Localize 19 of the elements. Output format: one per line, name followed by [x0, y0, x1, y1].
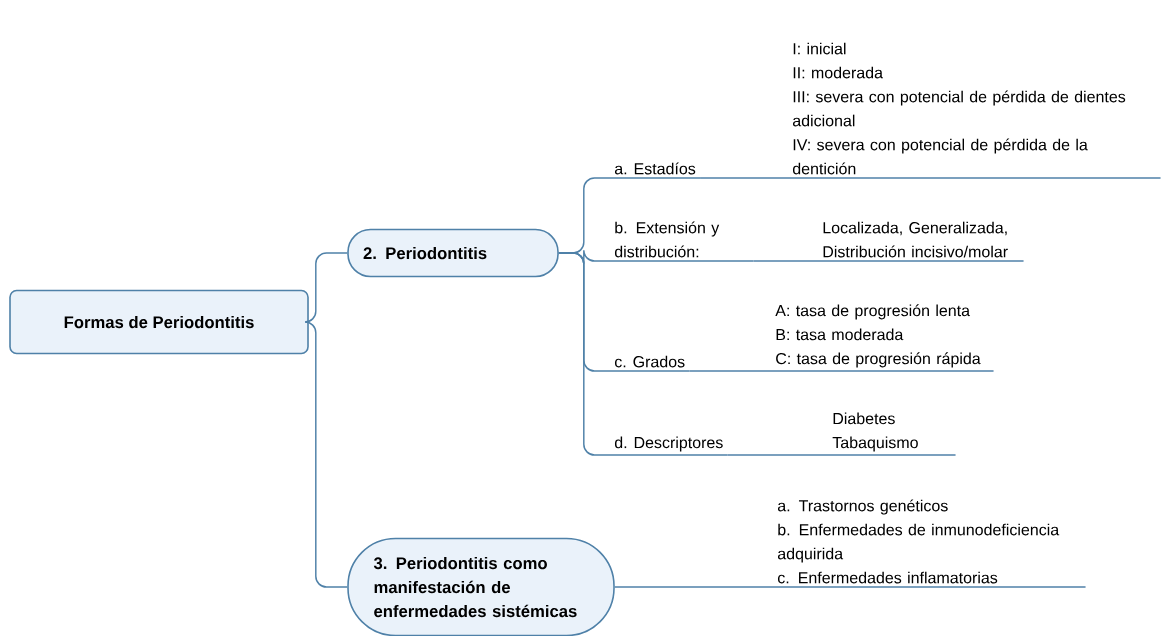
connector-line [688, 370, 995, 372]
topic-pill: 2. Periodontitis [347, 228, 559, 278]
connector-line [614, 586, 1087, 588]
subtopic-text: c. Grados [614, 355, 685, 368]
detail-text: a. Trastornos genéticos b. Enfermedades de inmunodeficiencia adquirida c. Enfermedades inflamatorias [777, 499, 1060, 584]
subtopic-text: d. Descriptores [614, 436, 723, 452]
detail-text: Localizada, Generalizada, Distribución incisivo/molar [823, 221, 1008, 258]
connector-line [726, 454, 957, 456]
root-topic-box: Formas de Periodontitis [9, 289, 309, 355]
connector-line [558, 252, 729, 456]
connector-line [304, 321, 348, 588]
subtopic-text: a. Estadíos [614, 162, 696, 175]
subtopic-text: b. Extensión y distribución: [614, 221, 720, 258]
topic-pill: 3. Periodontitis como manifestación de enfermedades sistémicas [347, 537, 615, 636]
connector-line [752, 260, 1025, 262]
connector-line [699, 177, 1162, 179]
detail-text: I: inicial II: moderada III: severa con potencial de pérdida de dientes adicional IV: severa con potencial de pérdida de la dentición [792, 42, 1126, 175]
detail-text: A: tasa de progresión lenta B: tasa moderada C: tasa de progresión rápida [775, 304, 981, 368]
detail-text: Diabetes Tabaquismo [832, 412, 918, 452]
